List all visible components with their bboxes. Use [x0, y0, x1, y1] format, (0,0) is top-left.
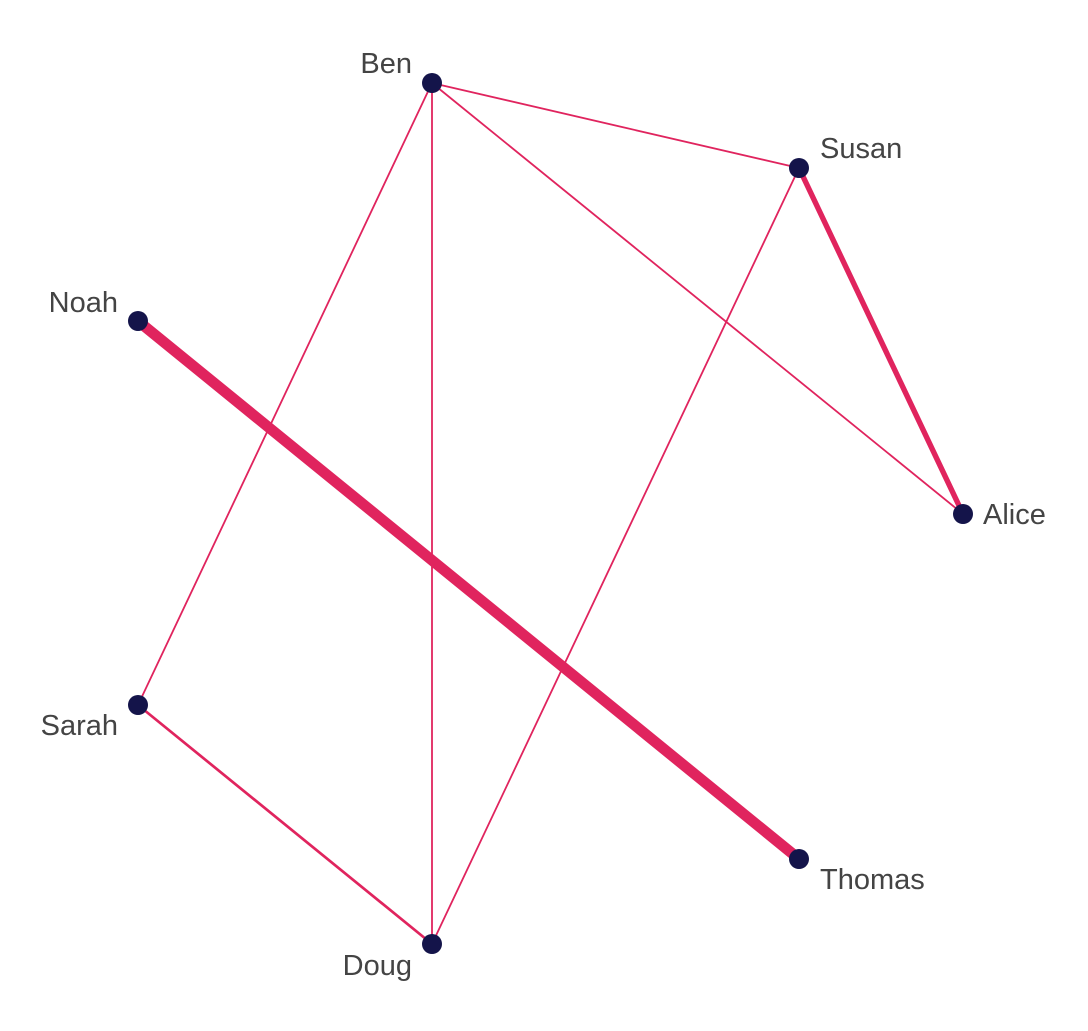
- node-label-doug: Doug: [343, 950, 412, 982]
- edge-noah-thomas: [132, 315, 805, 865]
- node-noah[interactable]: [128, 311, 148, 331]
- node-doug[interactable]: [422, 934, 442, 954]
- edge-susan-doug: [431, 167, 800, 945]
- node-label-ben: Ben: [360, 48, 412, 80]
- node-susan[interactable]: [789, 158, 809, 178]
- node-label-sarah: Sarah: [41, 710, 118, 742]
- node-label-noah: Noah: [49, 287, 118, 319]
- edge-ben-susan: [431, 82, 800, 169]
- node-label-susan: Susan: [820, 133, 902, 165]
- edge-sarah-doug: [136, 703, 434, 946]
- nodes-layer: [128, 73, 973, 954]
- node-label-thomas: Thomas: [820, 864, 925, 896]
- edge-ben-sarah: [137, 82, 433, 706]
- node-thomas[interactable]: [789, 849, 809, 869]
- node-ben[interactable]: [422, 73, 442, 93]
- node-alice[interactable]: [953, 504, 973, 524]
- edges-layer: [132, 82, 966, 946]
- edge-ben-alice: [431, 82, 964, 515]
- node-label-alice: Alice: [983, 499, 1046, 531]
- node-sarah[interactable]: [128, 695, 148, 715]
- edge-susan-alice: [796, 165, 966, 517]
